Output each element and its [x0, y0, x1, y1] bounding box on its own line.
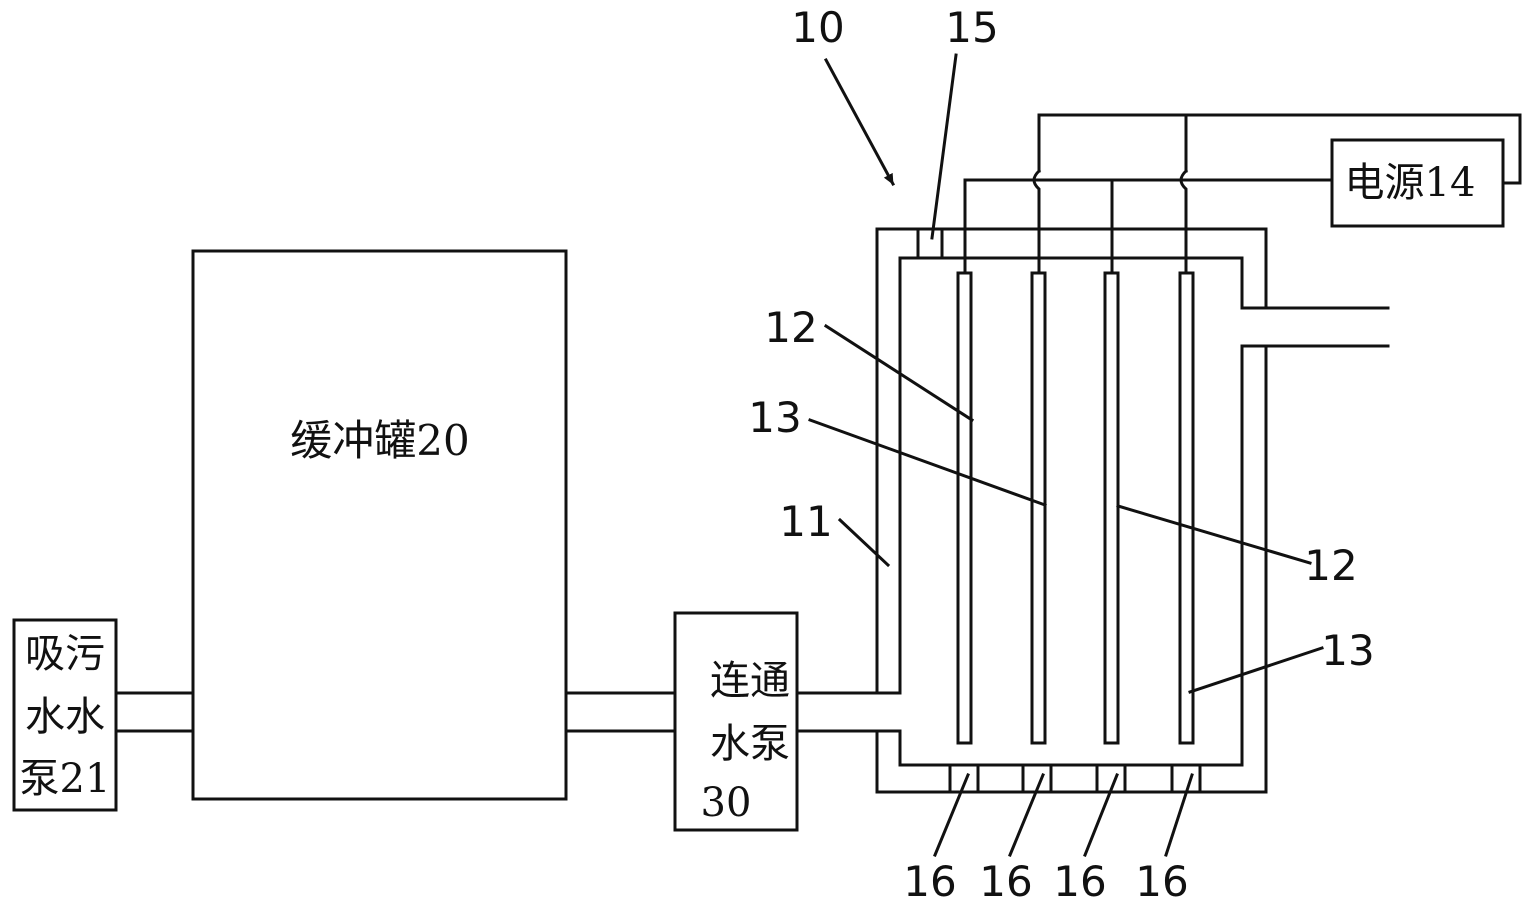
callout-15-leader	[930, 53, 958, 240]
power-supply-label: 电源14	[1345, 160, 1476, 206]
electrode-plate-4	[1178, 271, 1195, 745]
electrode-plate-1	[956, 271, 973, 745]
connecting-pump-label-line3: 30	[701, 780, 752, 826]
top-port-15	[916, 227, 944, 260]
suction-pump-label-line1: 吸污	[25, 631, 105, 677]
callout-16-c: 16	[1053, 857, 1106, 906]
callout-16-a-leader	[933, 773, 970, 857]
callout-13-lower: 13	[1321, 626, 1374, 675]
connecting-pump-label-line2: 水泵	[710, 721, 790, 767]
vessel-outer-wall	[875, 227, 1268, 794]
callout-12-upper: 12	[764, 303, 817, 352]
callout-11: 11	[779, 497, 832, 546]
callout-13-lower-leader	[1188, 646, 1324, 694]
electrode-plate-2	[1030, 271, 1047, 745]
buffer-tank-label: 缓冲罐20	[290, 416, 469, 465]
callout-16-d-leader	[1164, 773, 1194, 857]
suction-pump-box	[12, 618, 118, 812]
connecting-pump-label-line1: 连通	[710, 658, 790, 704]
buffer-tank-box	[191, 249, 568, 801]
suction-pump-label-line3: 泵21	[20, 756, 111, 802]
callout-16-b: 16	[979, 857, 1032, 906]
callout-10: 10	[791, 3, 844, 52]
callout-13-upper: 13	[748, 393, 801, 442]
callout-15: 15	[945, 3, 998, 52]
callout-16-d: 16	[1135, 857, 1188, 906]
callout-12-upper-leader	[823, 323, 975, 423]
vessel-inner-wall	[898, 256, 1244, 767]
wire-outer-loop	[1037, 113, 1522, 185]
connecting-pump-box	[673, 611, 799, 832]
wire-inner-loop	[963, 178, 1334, 275]
callout-11-leader	[837, 517, 891, 568]
callout-16-c-leader	[1083, 773, 1119, 857]
callout-16-b-leader	[1008, 773, 1045, 857]
callout-10-arrow	[823, 57, 896, 187]
callout-12-lower-leader	[1116, 504, 1312, 565]
callout-12-lower: 12	[1304, 541, 1357, 590]
electrode-plate-3	[1103, 271, 1120, 745]
callout-16-a: 16	[903, 857, 956, 906]
suction-pump-label-line2: 水水	[25, 694, 105, 740]
callout-13-upper-leader	[808, 418, 1047, 507]
